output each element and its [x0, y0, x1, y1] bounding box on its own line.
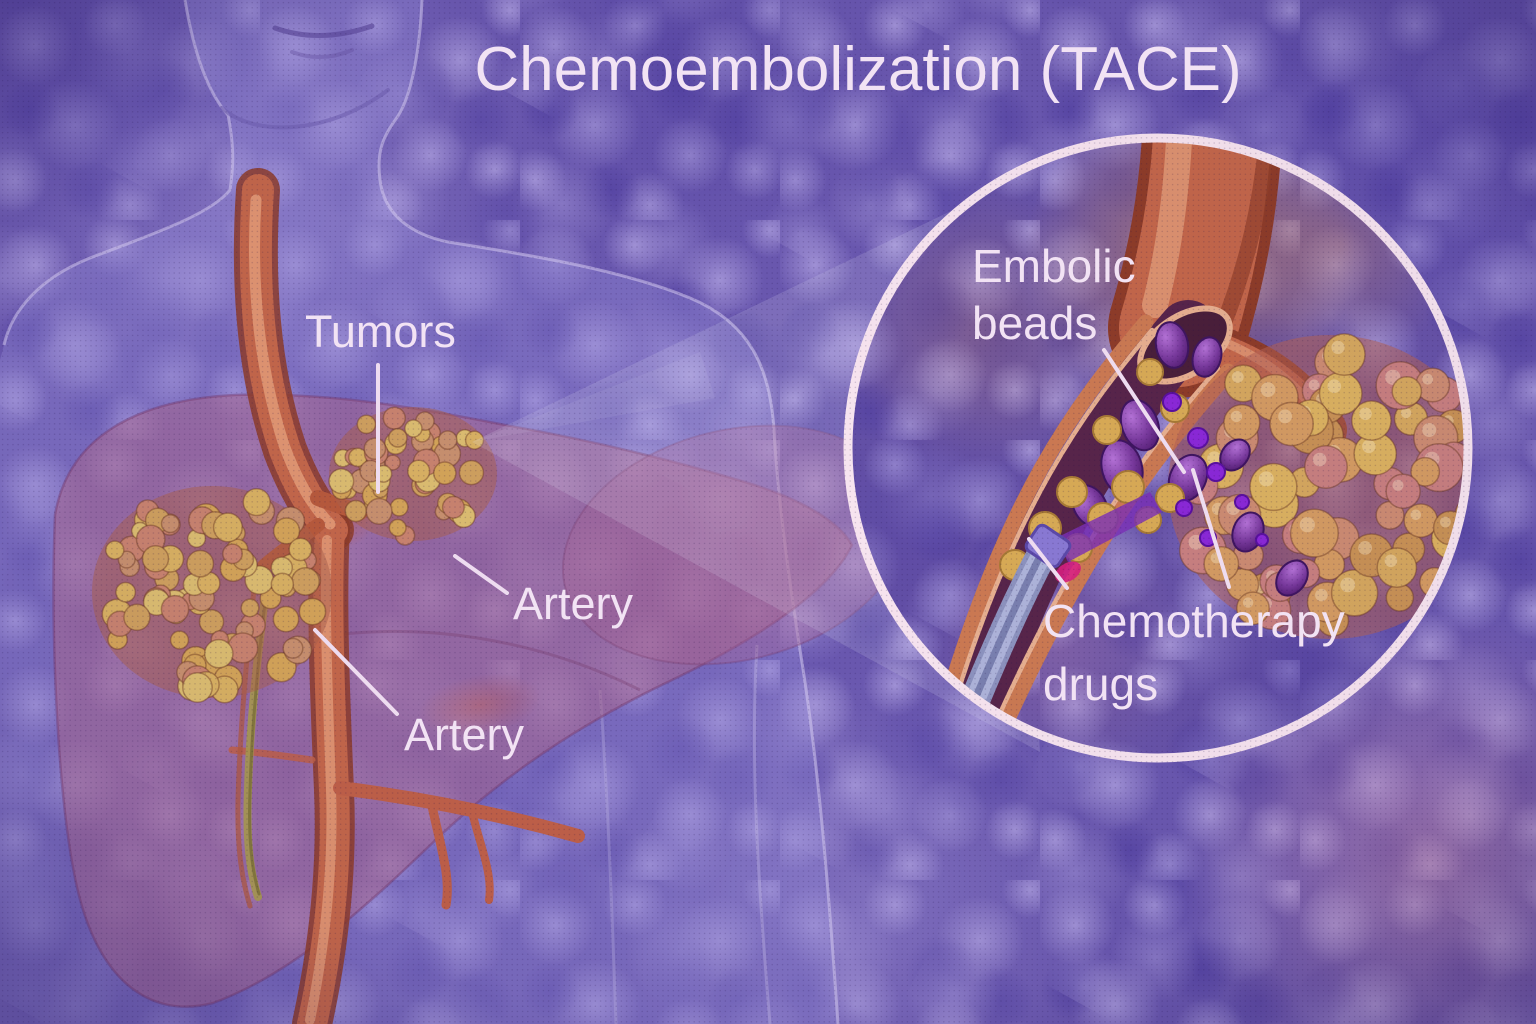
artery-upper-label: Artery [513, 578, 634, 629]
embolic-beads-label-line1: Embolic [972, 240, 1136, 292]
chemo-leader-line-left [1027, 537, 1069, 590]
page-title: Chemoembolization (TACE) [474, 35, 1241, 104]
chemo-label-line2: drugs [1043, 658, 1158, 710]
labels-layer: Chemoembolization (TACE) Tumors Artery A… [305, 35, 1345, 760]
embolic-beads-leader-line [1102, 348, 1186, 474]
chemo-leader-line-right [1191, 468, 1231, 589]
chemo-label-line1: Chemotherapy [1043, 595, 1345, 647]
artery-upper-leader-line [453, 554, 509, 595]
embolic-beads-label-line2: beads [972, 297, 1097, 349]
artery-lower-label: Artery [404, 709, 525, 760]
tumors-label: Tumors [305, 306, 456, 357]
artery-lower-leader-line [313, 628, 399, 716]
